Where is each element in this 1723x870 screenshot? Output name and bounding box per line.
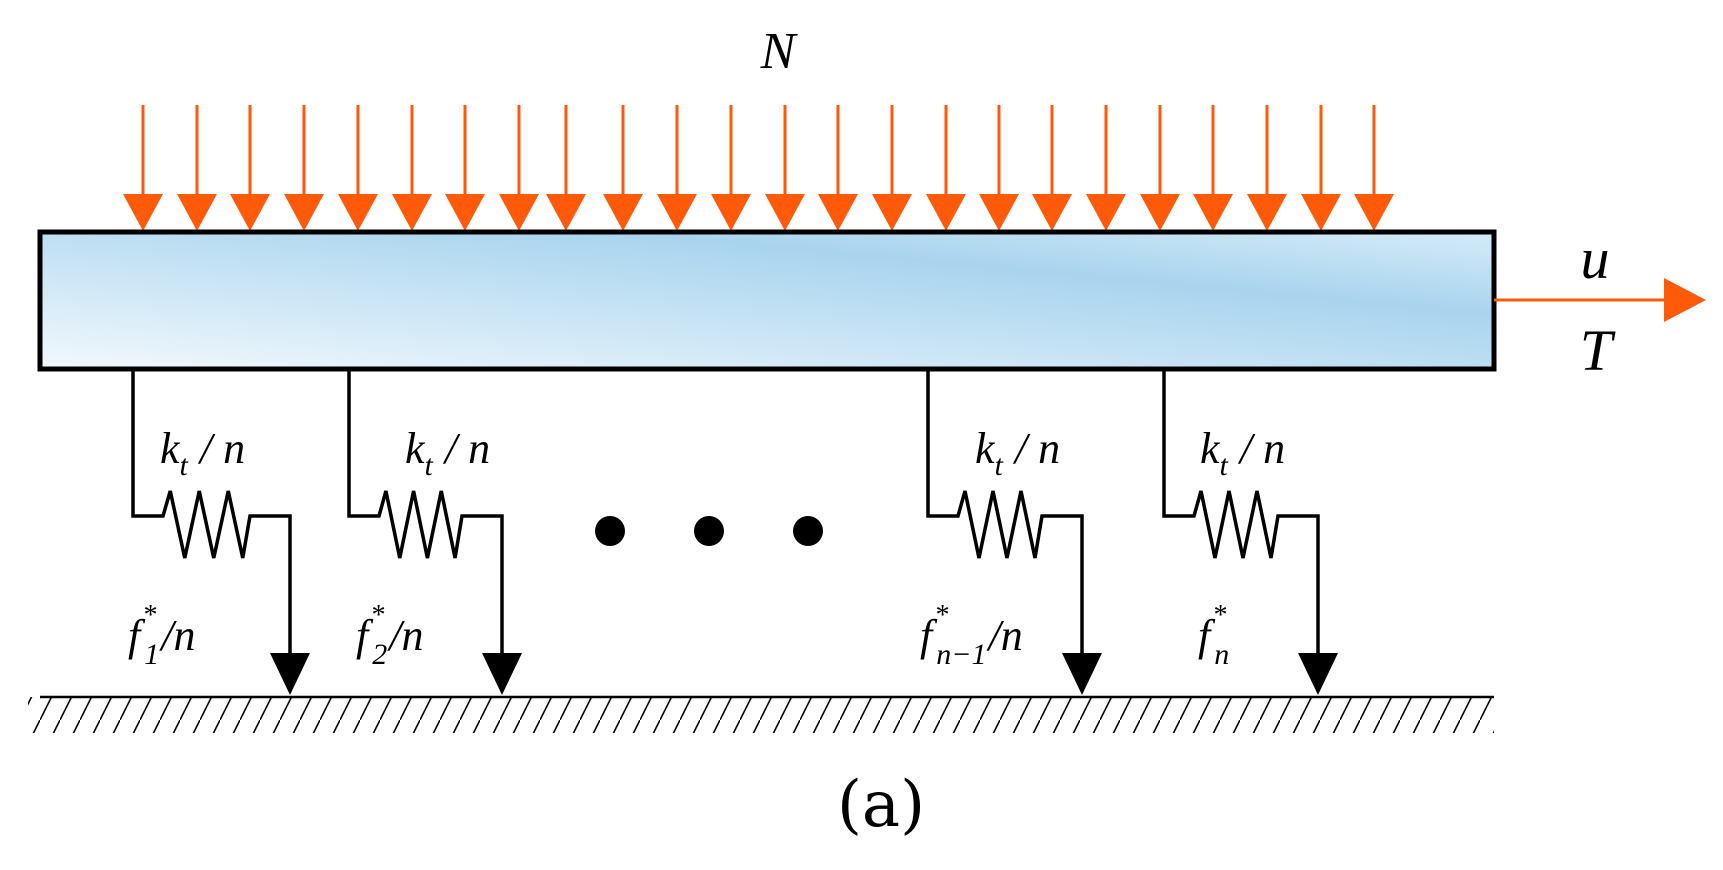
- friction-superscript: *: [142, 600, 156, 631]
- ground: [28, 695, 1494, 733]
- ellipsis-dot-icon: [694, 516, 724, 546]
- load-arrow-icon: [230, 105, 270, 231]
- load-arrow-icon: [926, 105, 966, 231]
- stiffness-divisor: / n: [1012, 424, 1060, 473]
- load-arrow-icon: [818, 105, 858, 231]
- friction-force-arrow-icon: [482, 653, 522, 695]
- sliding-block: [37, 229, 1497, 372]
- stiffness-symbol: k: [160, 424, 181, 473]
- load-arrow-icon: [872, 105, 912, 231]
- friction-superscript: *: [934, 600, 948, 631]
- spring-stiffness-label: kt/ n: [975, 424, 1060, 482]
- load-arrow-icon: [979, 105, 1019, 231]
- tangential-force-label: T: [1580, 318, 1616, 383]
- load-arrow-icon: [445, 105, 485, 231]
- friction-force-label: f*n−1/n: [920, 600, 1023, 671]
- load-arrow-icon: [765, 105, 805, 231]
- friction-divisor: /n: [386, 611, 423, 660]
- spring-element: kt/ nf*2/n: [347, 369, 522, 695]
- stiffness-symbol: k: [975, 424, 996, 473]
- load-arrow-icon: [123, 105, 163, 231]
- load-arrow-icon: [1247, 105, 1287, 231]
- load-arrow-icon: [1086, 105, 1126, 231]
- friction-force-label: f*2/n: [356, 600, 423, 671]
- load-arrow-icon: [657, 105, 697, 231]
- friction-superscript: *: [1212, 600, 1226, 631]
- tangential-force-arrow: [1494, 278, 1706, 322]
- ellipsis-dot-icon: [595, 516, 625, 546]
- friction-force-arrow-icon: [1298, 653, 1338, 695]
- spring-stiffness-label: kt/ n: [160, 424, 245, 482]
- load-arrow-icon: [1301, 105, 1341, 231]
- friction-subscript: 2: [372, 638, 387, 671]
- spring-elements: kt/ nf*1/nkt/ nf*2/nkt/ nf*n−1/nkt/ nf*n: [128, 369, 1338, 695]
- stiffness-subscript: t: [995, 449, 1004, 482]
- load-arrow-icon: [284, 105, 324, 231]
- load-arrow-icon: [546, 105, 586, 231]
- friction-subscript: n−1: [936, 638, 986, 671]
- normal-force-label: N: [760, 23, 799, 80]
- load-arrow-icon: [1140, 105, 1180, 231]
- friction-divisor: /n: [158, 611, 195, 660]
- friction-force-label: f*n: [1198, 600, 1229, 671]
- friction-force-label: f*1/n: [128, 600, 195, 671]
- stiffness-divisor: / n: [197, 424, 245, 473]
- load-arrow-icon: [1354, 105, 1394, 231]
- stiffness-symbol: k: [405, 424, 426, 473]
- spring-element: kt/ nf*1/n: [128, 369, 310, 695]
- ellipsis-dot-icon: [793, 516, 823, 546]
- spring-element: kt/ nf*n: [1162, 369, 1338, 695]
- load-arrow-icon: [603, 105, 643, 231]
- distributed-load-arrows: [123, 105, 1394, 231]
- friction-subscript: 1: [144, 638, 159, 671]
- figure-caption: (a): [837, 768, 925, 842]
- friction-force-arrow-icon: [1062, 653, 1102, 695]
- load-arrow-icon: [338, 105, 378, 231]
- friction-superscript: *: [370, 600, 384, 631]
- load-arrow-icon: [392, 105, 432, 231]
- load-arrow-icon: [1032, 105, 1072, 231]
- load-arrow-icon: [177, 105, 217, 231]
- stiffness-divisor: / n: [442, 424, 490, 473]
- stiffness-divisor: / n: [1237, 424, 1285, 473]
- friction-subscript: n: [1214, 638, 1229, 671]
- friction-divisor: /n: [985, 611, 1022, 660]
- stiffness-subscript: t: [425, 449, 434, 482]
- load-arrow-icon: [499, 105, 539, 231]
- load-arrow-icon: [711, 105, 751, 231]
- stiffness-subscript: t: [180, 449, 189, 482]
- load-arrow-icon: [1193, 105, 1233, 231]
- spring-stiffness-label: kt/ n: [405, 424, 490, 482]
- stiffness-subscript: t: [1220, 449, 1229, 482]
- friction-force-arrow-icon: [270, 653, 310, 695]
- displacement-label: u: [1581, 226, 1610, 291]
- stiffness-symbol: k: [1200, 424, 1221, 473]
- spring-element: kt/ nf*n−1/n: [920, 369, 1102, 695]
- spring-stiffness-label: kt/ n: [1200, 424, 1285, 482]
